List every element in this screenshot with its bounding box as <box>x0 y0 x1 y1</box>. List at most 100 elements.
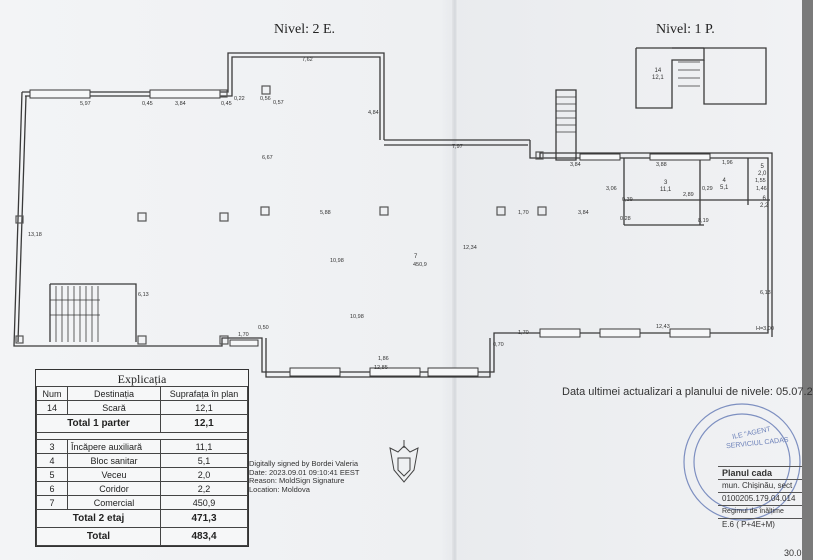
dim-rm-g: 2,89 <box>683 192 694 198</box>
title-city: mun. Chișinău, sect <box>718 479 802 492</box>
room-5-label: 5 2,0 <box>758 164 766 178</box>
wall-left-inner <box>17 95 27 343</box>
dim-rm-e: 0,39 <box>622 197 633 203</box>
room-4-label: 4 5,1 <box>720 178 728 192</box>
dim-left-long: 13,18 <box>28 232 42 238</box>
room-6-no: 6 <box>762 196 766 202</box>
row-dest: Veceu <box>67 467 161 482</box>
col-num: Num <box>36 386 68 401</box>
level2-title: Nivel: 2 E. <box>274 22 336 37</box>
total-p2-value: 471,3 <box>160 509 248 528</box>
room-6-label: 6 2,2 <box>760 196 768 210</box>
dim-rm-k: 1,46 <box>756 186 767 192</box>
row-num: 5 <box>36 467 68 482</box>
row-dest: Încăpere auxiliară <box>67 439 161 454</box>
update-note: Data ultimei actualizari a planului de n… <box>562 386 813 398</box>
row-dest: Coridor <box>67 481 161 496</box>
title-height: E.6 ( P+4E+M) <box>718 518 802 531</box>
dim-seg-c: 3,84 <box>175 101 186 107</box>
legend-grid: Num Destinația Suprafața în plan 14 Scar… <box>36 386 248 546</box>
room-7-no: 7 <box>414 254 418 260</box>
total-p1-row: Total 1 parter 12,1 <box>36 414 248 433</box>
room-3-no: 3 <box>663 180 668 186</box>
total-p2-label: Total 2 etaj <box>36 509 161 528</box>
total-p1-label: Total 1 parter <box>36 414 161 433</box>
legend-gap <box>36 432 248 440</box>
total-p1-value: 12,1 <box>160 414 248 433</box>
wall-right-outer <box>539 152 773 337</box>
legend-header-row: Num Destinația Suprafața în plan <box>36 386 248 401</box>
total-label: Total <box>36 527 161 546</box>
row-area: 450,9 <box>160 495 248 510</box>
row-area: 2,2 <box>160 481 248 496</box>
table-row: 6 Coridor 2,2 <box>36 481 248 496</box>
room-14-label: 14 12,1 <box>652 68 664 82</box>
dim-v-a: 4,84 <box>368 110 379 116</box>
dim-right-e: 0,70 <box>493 342 504 348</box>
dim-mid-e: 3,84 <box>578 210 589 216</box>
cadastral-stamp <box>683 403 801 521</box>
dim-v-b: 6,67 <box>262 155 273 161</box>
row-num: 7 <box>36 495 68 510</box>
row-area: 11,1 <box>160 439 248 454</box>
row-num: 6 <box>36 481 68 496</box>
signature-line-2: Date: 2023.09.01 09:10:41 EEST <box>249 467 360 477</box>
level1-title: Nivel: 1 P. <box>656 22 715 37</box>
dim-bottom-d: 1,86 <box>378 356 389 362</box>
dim-seg-f: 0,56 <box>260 96 271 102</box>
legend-table: Explicația Num Destinația Suprafața în p… <box>35 369 249 547</box>
coat-of-arms-icon <box>389 440 419 483</box>
stair-top <box>555 89 577 161</box>
wall-rooms <box>623 158 770 226</box>
stair-left <box>49 283 137 342</box>
dim-bottom-b: 0,50 <box>258 325 269 331</box>
dim-rm-b: 3,88 <box>656 162 667 168</box>
room-6-area: 2,2 <box>760 203 769 209</box>
room-5-area: 2,0 <box>758 171 767 177</box>
row-dest: Comercial <box>67 495 161 510</box>
dim-seg-d: 0,45 <box>221 101 232 107</box>
total-value: 483,4 <box>160 527 248 546</box>
area-main-label: 450,9 <box>413 262 427 268</box>
row-dest: Bloc sanitar <box>67 453 161 468</box>
dim-right-b: 1,70 <box>518 330 529 336</box>
stair-block-p1-right <box>672 47 767 105</box>
total-row: Total 483,4 <box>36 527 248 546</box>
title-block: Planul cada mun. Chișinău, sect 0100205.… <box>718 466 802 560</box>
row-num: 14 <box>36 400 68 415</box>
paper-fold <box>452 0 458 560</box>
dim-rm-f: 0,29 <box>702 186 713 192</box>
dim-rm-c: 1,96 <box>722 160 733 166</box>
room-3-area: 11,1 <box>660 187 672 193</box>
dim-bottom-a: 1,70 <box>238 332 249 338</box>
dim-right-d: H=3,00 <box>756 326 774 332</box>
dim-bottom-c: 12,85 <box>374 365 388 371</box>
row-area: 5,1 <box>160 453 248 468</box>
col-dest: Destinația <box>67 386 161 401</box>
dim-mid-d: 1,70 <box>518 210 529 216</box>
room-14-no: 14 <box>654 68 662 74</box>
col-area: Suprafața în plan <box>160 386 248 401</box>
title-doc: 0100205.179.04.014 <box>718 492 802 505</box>
dim-bridge: 7,97 <box>452 144 463 150</box>
wall-bottom-bay <box>265 338 491 378</box>
room-5-no: 5 <box>760 164 764 170</box>
dim-mid-c: 10,98 <box>350 314 364 320</box>
room-4-area: 5,1 <box>720 185 729 191</box>
dim-right-a: 12,34 <box>463 245 477 251</box>
dim-right-f: 6,13 <box>760 290 771 296</box>
dim-rm-d: 3,06 <box>606 186 617 192</box>
row-num: 4 <box>36 453 68 468</box>
room-4-no: 4 <box>722 178 726 184</box>
gap-cell <box>36 432 248 440</box>
dim-rm-i: 1,55 <box>755 178 766 184</box>
dim-rm-j: 8,19 <box>698 218 709 224</box>
dim-seg-a: 5,97 <box>80 101 91 107</box>
dim-seg-e: 0,22 <box>234 96 245 102</box>
room-14-area: 12,1 <box>652 75 664 81</box>
table-row: 14 Scară 12,1 <box>36 400 248 415</box>
row-dest: Scară <box>67 400 161 415</box>
row-area: 2,0 <box>160 467 248 482</box>
table-row: 3 Încăpere auxiliară 11,1 <box>36 439 248 454</box>
